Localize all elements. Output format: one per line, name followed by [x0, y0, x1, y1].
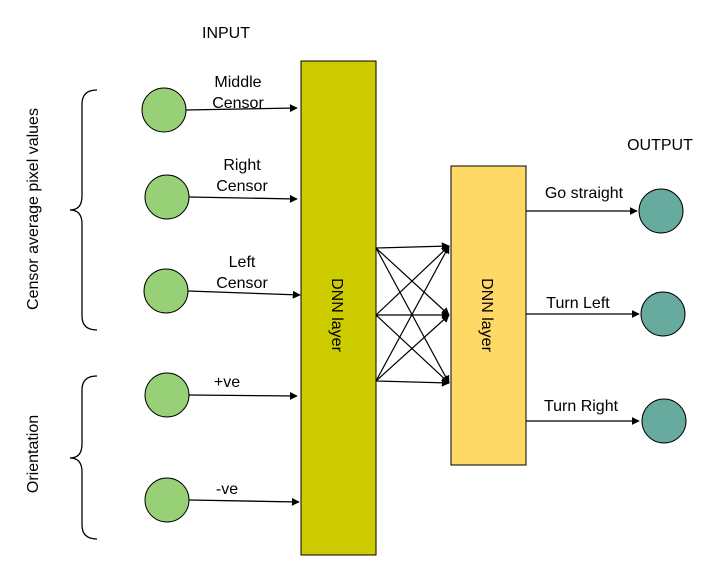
- dnn-layer-2-label: DNN layer: [478, 278, 495, 352]
- sensor-group-label: Censor average pixel values: [25, 108, 42, 310]
- input-node-left: [143, 268, 189, 314]
- input-arrow-middle: [185, 104, 298, 113]
- connection-arrow-0-0: [375, 242, 450, 251]
- dnn-layer-1-label: DNN layer: [328, 278, 345, 352]
- output-node-turn-right: [641, 398, 687, 444]
- input-node-negative: [144, 477, 190, 523]
- input-node-right: [144, 174, 190, 220]
- input-arrow-negative: [188, 497, 300, 506]
- dnn-layer-1: [300, 60, 377, 556]
- output-label-go-straight: Go straight: [545, 185, 624, 202]
- connection-arrow-2-0: [375, 245, 450, 382]
- connection-arrow-2-2: [375, 378, 450, 387]
- connection-arrow-1-2: [375, 314, 450, 384]
- input-arrow-left: [187, 290, 301, 299]
- input-label-right-1: Right: [223, 157, 261, 174]
- output-label-turn-left: Turn Left: [546, 295, 610, 312]
- output-node-go-straight: [638, 188, 684, 234]
- input-arrow-positive: [188, 391, 298, 400]
- input-label-positive: +ve: [214, 374, 240, 391]
- input-label-right-2: Censor: [216, 178, 268, 195]
- output-node-turn-left: [640, 291, 686, 337]
- input-label-middle-1: Middle: [214, 74, 261, 91]
- dnn-layer-2: [450, 165, 527, 466]
- input-node-middle: [141, 87, 187, 133]
- input-node-positive: [144, 372, 190, 418]
- input-label-middle-2: Censor: [212, 95, 264, 112]
- output-label-turn-right: Turn Right: [544, 398, 619, 415]
- connection-arrow-2-1: [375, 314, 450, 382]
- sensor-group-brace: [69, 89, 98, 331]
- input-label-left-2: Censor: [216, 275, 268, 292]
- input-label-negative: -ve: [216, 481, 238, 498]
- input-arrow-right: [188, 194, 298, 203]
- output-heading: OUTPUT: [627, 137, 693, 154]
- layer-connections: [375, 242, 450, 387]
- connection-arrow-1-0: [375, 245, 450, 316]
- connection-arrow-0-1: [375, 247, 450, 316]
- input-label-left-1: Left: [229, 254, 256, 271]
- orientation-group-brace: [69, 375, 98, 540]
- input-heading: INPUT: [202, 25, 250, 42]
- orientation-group-label: Orientation: [25, 415, 42, 493]
